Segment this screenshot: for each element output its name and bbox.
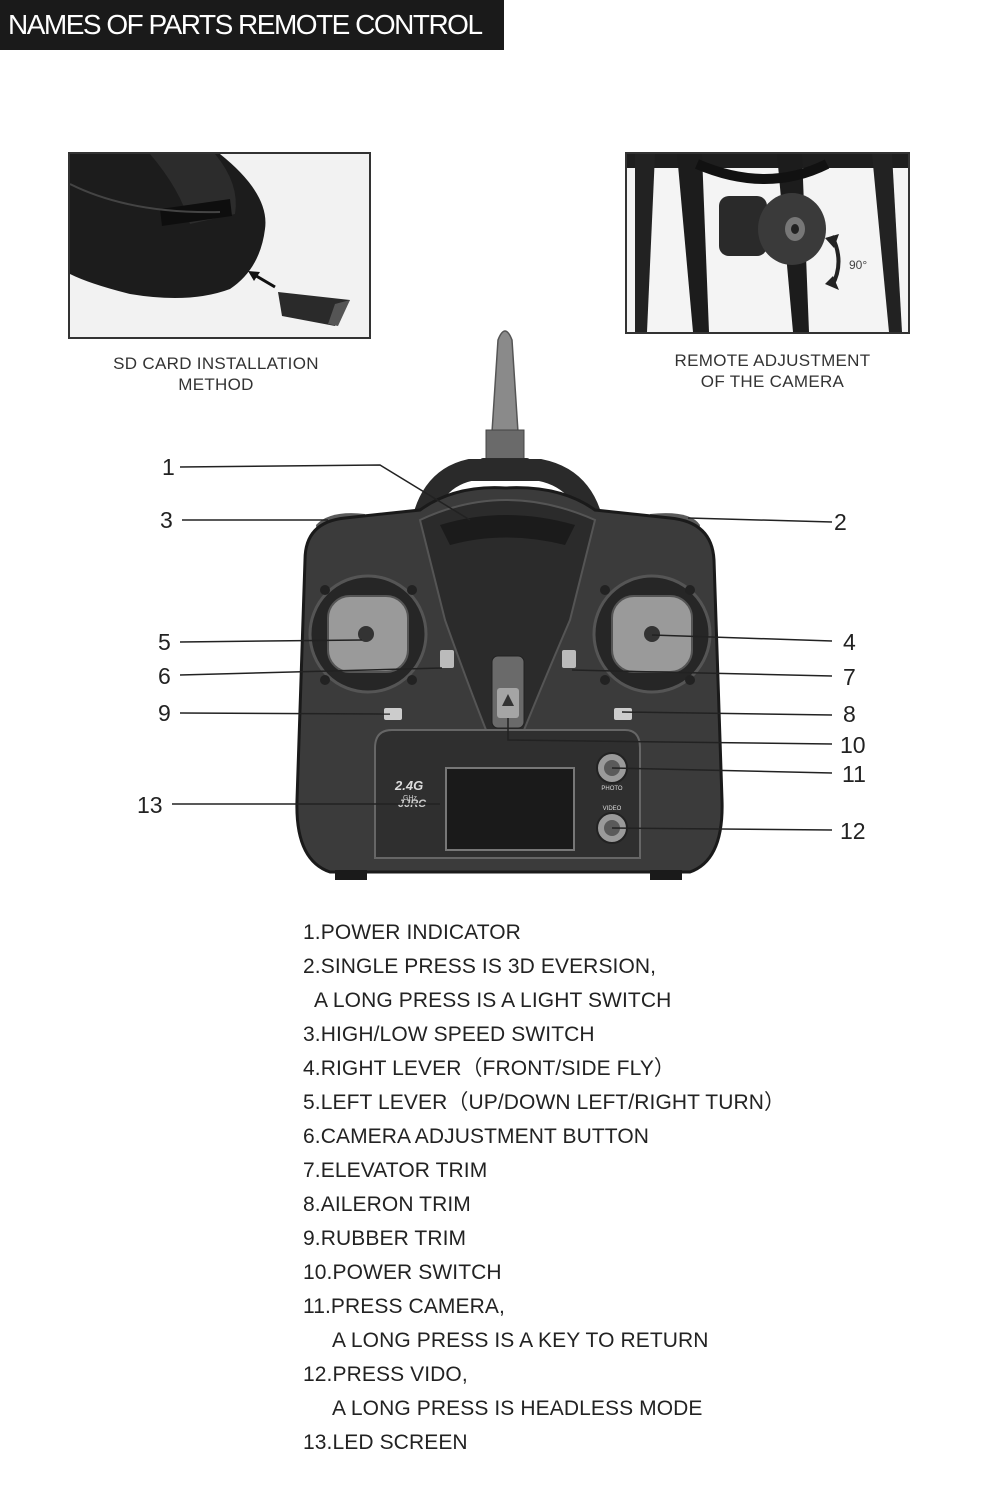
- legend-item: 13.LED SCREEN: [303, 1431, 468, 1454]
- legend-item: A LONG PRESS IS A KEY TO RETURN: [332, 1329, 709, 1352]
- callout-12: 12: [840, 818, 866, 844]
- callout-2: 2: [834, 509, 847, 535]
- legend-item: 8.AILERON TRIM: [303, 1193, 471, 1216]
- band-label: 2.4G: [394, 778, 423, 793]
- camera-angle-label: 90°: [849, 258, 867, 272]
- legend-item: 1.POWER INDICATOR: [303, 921, 521, 944]
- legend-item: 7.ELEVATOR TRIM: [303, 1159, 488, 1182]
- leader-lines: [172, 464, 833, 831]
- callout-6: 6: [158, 663, 171, 689]
- camera-adjust-button: [440, 650, 454, 668]
- aileron-trim: [614, 708, 632, 720]
- elevator-trim: [562, 650, 576, 668]
- callout-13: 13: [137, 792, 163, 818]
- legend-item: A LONG PRESS IS A LIGHT SWITCH: [314, 989, 672, 1012]
- callout-4: 4: [843, 629, 856, 655]
- camera-caption-line2: OF THE CAMERA: [700, 372, 845, 391]
- callout-3: 3: [160, 507, 173, 533]
- legend-item: 3.HIGH/LOW SPEED SWITCH: [303, 1023, 595, 1046]
- antenna: [480, 330, 530, 480]
- callout-11: 11: [842, 761, 866, 787]
- callout-9: 9: [158, 700, 171, 726]
- video-button-label: VIDEO: [603, 806, 622, 812]
- left-stick: [327, 595, 409, 673]
- callout-5: 5: [158, 629, 171, 655]
- sd-card-caption-line1: SD CARD INSTALLATION: [113, 354, 319, 373]
- photo-button-label: PHOTO: [601, 786, 623, 792]
- right-stick: [611, 595, 693, 673]
- parts-legend: 1.POWER INDICATOR 2.SINGLE PRESS IS 3D E…: [303, 918, 785, 1462]
- led-screen: [445, 767, 575, 851]
- sd-card-photo: [68, 152, 371, 339]
- page-title: NAMES OF PARTS REMOTE CONTROL: [0, 0, 504, 50]
- camera-caption-line1: REMOTE ADJUSTMENT: [674, 351, 871, 370]
- legend-item: 6.CAMERA ADJUSTMENT BUTTON: [303, 1125, 650, 1148]
- band-sub-label: GHz: [403, 795, 418, 802]
- legend-item: A LONG PRESS IS HEADLESS MODE: [332, 1397, 703, 1420]
- legend-item: 2.SINGLE PRESS IS 3D EVERSION,: [303, 955, 657, 978]
- camera-caption: REMOTE ADJUSTMENT OF THE CAMERA: [650, 350, 895, 392]
- legend-item: 5.LEFT LEVER（UP/DOWN LEFT/RIGHT TURN）: [303, 1091, 786, 1114]
- legend-item: 4.RIGHT LEVER（FRONT/SIDE FLY）: [303, 1057, 676, 1080]
- callout-7: 7: [843, 664, 856, 690]
- callout-10: 10: [840, 732, 866, 758]
- rubber-trim: [384, 708, 402, 720]
- legend-item: 12.PRESS VIDO,: [303, 1363, 468, 1386]
- sd-card-caption-line2: METHOD: [178, 375, 254, 394]
- callout-1: 1: [162, 454, 175, 480]
- legend-item: 11.PRESS CAMERA,: [303, 1295, 505, 1318]
- legend-item: 10.POWER SWITCH: [303, 1261, 502, 1284]
- camera-photo: 90°: [625, 152, 910, 334]
- power-switch: [491, 655, 525, 729]
- callout-8: 8: [843, 701, 856, 727]
- legend-item: 9.RUBBER TRIM: [303, 1227, 467, 1250]
- sd-card-caption: SD CARD INSTALLATION METHOD: [70, 353, 362, 395]
